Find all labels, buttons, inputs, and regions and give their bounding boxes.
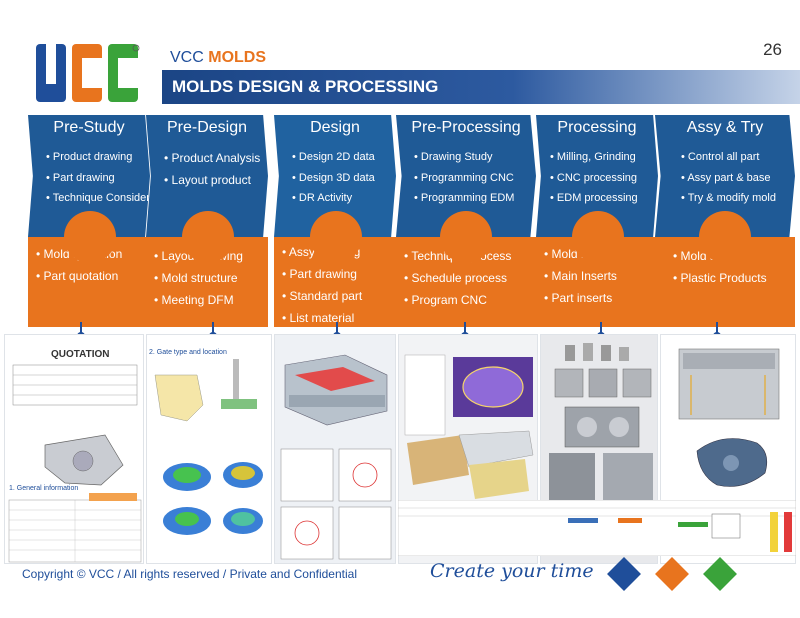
stage-name: Assy & Try bbox=[686, 119, 764, 136]
simulation-illustration bbox=[154, 359, 263, 535]
list-item: Product Analysis bbox=[164, 147, 261, 169]
vcc-logo bbox=[36, 44, 140, 102]
stage-pre-design: Pre-Design Product AnalysisLayout produc… bbox=[146, 115, 268, 327]
list-item: Schedule process bbox=[404, 267, 511, 289]
list-item: Assy part & base bbox=[681, 168, 776, 189]
list-item: EDM processing bbox=[550, 188, 638, 209]
stage-name: Pre-Design bbox=[166, 119, 248, 136]
mold-design-image bbox=[274, 334, 396, 564]
list-item: Program CNC bbox=[404, 289, 511, 311]
mold-set-illustration bbox=[678, 348, 780, 487]
stage-bump bbox=[310, 211, 362, 263]
list-item: Plastic Products bbox=[673, 267, 767, 289]
page-title: MOLDS DESIGN & PROCESSING bbox=[162, 70, 800, 104]
stage-pre-study: Pre-Study Product drawingPart drawingTec… bbox=[28, 115, 150, 327]
stage-design: Design Design 2D dataDesign 3D dataDR Ac… bbox=[274, 115, 396, 327]
stage-processing: Processing Milling, GrindingCNC processi… bbox=[536, 115, 658, 327]
list-item: Part inserts bbox=[544, 287, 617, 309]
quotation-document-image: QUOTATION 1. General information bbox=[4, 334, 144, 564]
gate-type-label: 2. Gate type and location bbox=[149, 349, 227, 356]
list-item: Try & modify mold bbox=[681, 188, 776, 209]
stage-bump bbox=[440, 211, 492, 263]
brand-name: VCC MOLDS bbox=[170, 49, 267, 66]
quotation-title: QUOTATION bbox=[51, 349, 110, 360]
list-item: Part quotation bbox=[36, 265, 122, 287]
list-item: Drawing Study bbox=[414, 147, 514, 168]
general-info-label: 1. General information bbox=[9, 485, 79, 492]
stage-pre-processing: Pre-Processing Drawing StudyProgramming … bbox=[396, 115, 536, 327]
list-item: Main Inserts bbox=[544, 265, 617, 287]
list-item: CNC processing bbox=[550, 168, 638, 189]
list-item: Meeting DFM bbox=[154, 289, 243, 311]
stage-bump bbox=[64, 211, 116, 263]
stage-bump bbox=[182, 211, 234, 263]
mold-set-image bbox=[660, 334, 796, 564]
list-item: Mold structure bbox=[154, 267, 243, 289]
list-item: Milling, Grinding bbox=[550, 147, 638, 168]
slogan-text: Create your time bbox=[430, 560, 594, 582]
quotation-illustration bbox=[8, 364, 142, 563]
stage-assy-try: Assy & Try Control all partAssy part & b… bbox=[655, 115, 795, 327]
schedule-table-image bbox=[398, 500, 796, 556]
stage-name: Pre-Processing bbox=[411, 119, 521, 136]
copyright-text: Copyright © VCC / All rights reserved / … bbox=[22, 567, 357, 581]
list-item: Technique Consider bbox=[46, 188, 150, 209]
list-item: Design 2D data bbox=[292, 147, 375, 168]
stage-name: Pre-Study bbox=[53, 119, 125, 136]
list-item: Control all part bbox=[681, 147, 776, 168]
list-item: Product drawing bbox=[46, 147, 150, 168]
list-item: Standard part bbox=[282, 285, 363, 307]
stage-bump bbox=[572, 211, 624, 263]
list-item: Programming EDM bbox=[414, 188, 515, 209]
list-item: Programming CNC bbox=[414, 168, 514, 189]
list-item: Design 3D data bbox=[292, 168, 375, 189]
mold-3d-illustration bbox=[280, 354, 392, 560]
list-item: DR Activity bbox=[292, 188, 375, 209]
stage-bump bbox=[699, 211, 751, 263]
stage-name: Design bbox=[310, 119, 360, 136]
list-item: Layout product bbox=[164, 169, 260, 191]
stage-name: Processing bbox=[557, 119, 637, 136]
list-item: Part drawing bbox=[46, 168, 150, 189]
gate-analysis-image: 2. Gate type and location bbox=[146, 334, 272, 564]
list-item: List material bbox=[282, 307, 362, 329]
list-item: Part drawing bbox=[282, 263, 362, 285]
page-number: 26 bbox=[763, 40, 782, 59]
parts-illustration bbox=[549, 343, 653, 501]
cnc-illustration bbox=[404, 354, 534, 499]
